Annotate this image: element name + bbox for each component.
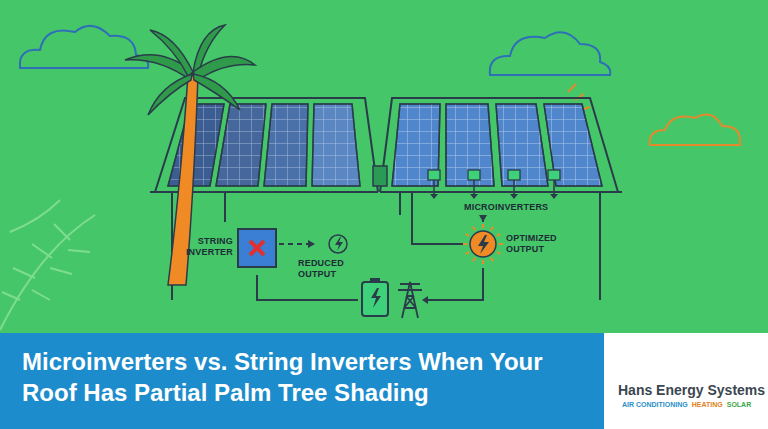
- lightning-icon: [292, 232, 350, 256]
- microinverter-label: MICROINVERTERS: [462, 201, 550, 214]
- logo-tagline: HEATING: [692, 401, 723, 408]
- logo-name: Hans Energy Systems: [618, 382, 765, 398]
- node-label: REDUCED OUTPUT: [292, 258, 356, 280]
- logo-tagline: SOLAR: [727, 401, 752, 408]
- red-x: [239, 230, 275, 266]
- node-label: STRING INVERTER: [171, 236, 233, 258]
- sun-icon: [463, 224, 503, 264]
- title-text: Microinverters vs. String Inverters When…: [22, 346, 597, 408]
- lightning-svg: [292, 232, 350, 256]
- connector: [279, 240, 315, 248]
- node-label: OPTIMIZED OUTPUT: [506, 233, 572, 255]
- optimized-output-sun: OPTIMIZED OUTPUT: [470, 231, 496, 257]
- reduced-output-node: REDUCED OUTPUT: [292, 232, 350, 280]
- node-label: MICROINVERTERS: [462, 201, 550, 214]
- connector: [479, 215, 487, 222]
- logo-panel: [604, 333, 768, 429]
- string-inverter-box: STRING INVERTER: [237, 228, 277, 268]
- logo-tagline: AIR CONDITIONING: [622, 401, 688, 408]
